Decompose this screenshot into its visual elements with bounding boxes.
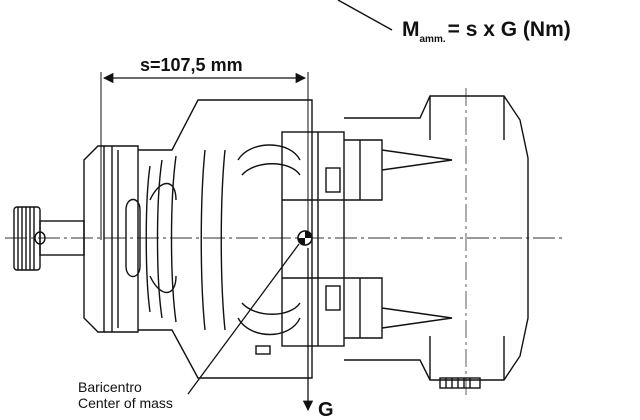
center-of-mass-label-it: Baricentro	[78, 379, 142, 395]
dimension-s-label: s=107,5 mm	[140, 55, 243, 75]
moment-expression: = s x G (Nm)	[448, 18, 571, 41]
center-of-mass-label-en: Center of mass	[78, 395, 173, 411]
gravity-force-label: G	[318, 399, 334, 420]
pump-body	[13, 95, 529, 389]
formula-pointer-line	[337, 0, 393, 31]
moment-formula: Mamm.= s x G (Nm)	[402, 18, 571, 45]
center-of-mass-leader	[187, 243, 300, 395]
moment-subscript: amm.	[420, 34, 446, 45]
moment-symbol: M	[402, 18, 420, 41]
dimension-s: s=107,5 mm	[100, 55, 309, 240]
center-of-mass-marker	[297, 230, 313, 246]
